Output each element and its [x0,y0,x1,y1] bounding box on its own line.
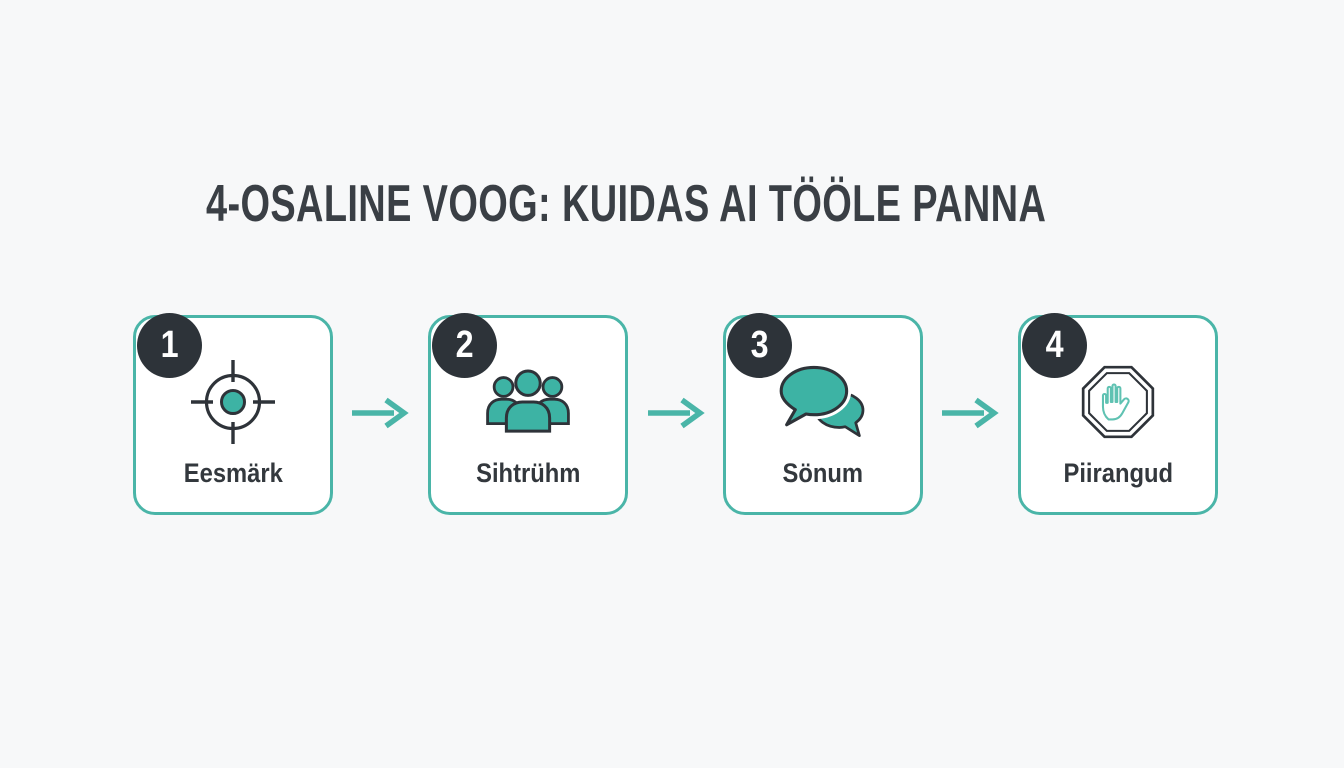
step-label: Piirangud [1063,458,1173,488]
step-label: Sihtrühm [475,458,581,488]
speech-bubbles-icon [726,354,920,450]
step-number: 2 [455,324,474,366]
flow-arrow-icon [352,397,409,429]
step-number-badge: 1 [137,313,202,378]
step-label: Eesmärk [183,458,283,488]
step-number-badge: 3 [727,313,792,378]
target-crosshair-icon [136,354,330,450]
step-number-badge: 4 [1022,313,1087,378]
step-box-sihtruhm: 2 Sihtrühm [428,313,628,515]
page-title: 4-OSALINE VOOG: KUIDAS AI TÖÖLE PANNA [206,175,1047,233]
step-box-eesmark: 1 Eesmärk [133,313,333,515]
step-number: 4 [1045,324,1064,366]
step-box-sonum: 3 Sönum [723,313,923,515]
step-box-piirangud: 4 Piirangud [1018,313,1218,515]
stop-hand-icon [1021,354,1215,450]
step-number: 3 [750,324,769,366]
audience-people-icon [431,354,625,450]
step-number-badge: 2 [432,313,497,378]
flow-arrow-icon [648,397,705,429]
step-label: Sönum [782,458,864,488]
step-number: 1 [160,324,179,366]
flow-arrow-icon [942,397,999,429]
